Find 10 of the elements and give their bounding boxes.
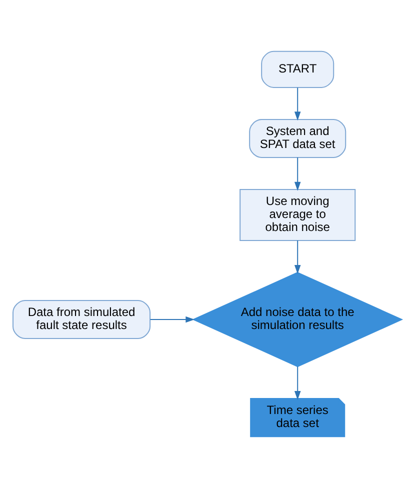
- node-box: Data from simulated fault state results: [12, 300, 150, 340]
- node-box: System and SPAT data set: [248, 118, 346, 158]
- arrow: [294, 366, 300, 400]
- node-box: Use moving average to obtain noise: [239, 188, 356, 241]
- node-box: START: [260, 50, 334, 88]
- arrow: [294, 157, 300, 191]
- arrow: [294, 87, 300, 121]
- node-diamond: Add noise data to the simulation results: [192, 272, 403, 368]
- arrow: [149, 316, 194, 323]
- arrow: [294, 240, 300, 274]
